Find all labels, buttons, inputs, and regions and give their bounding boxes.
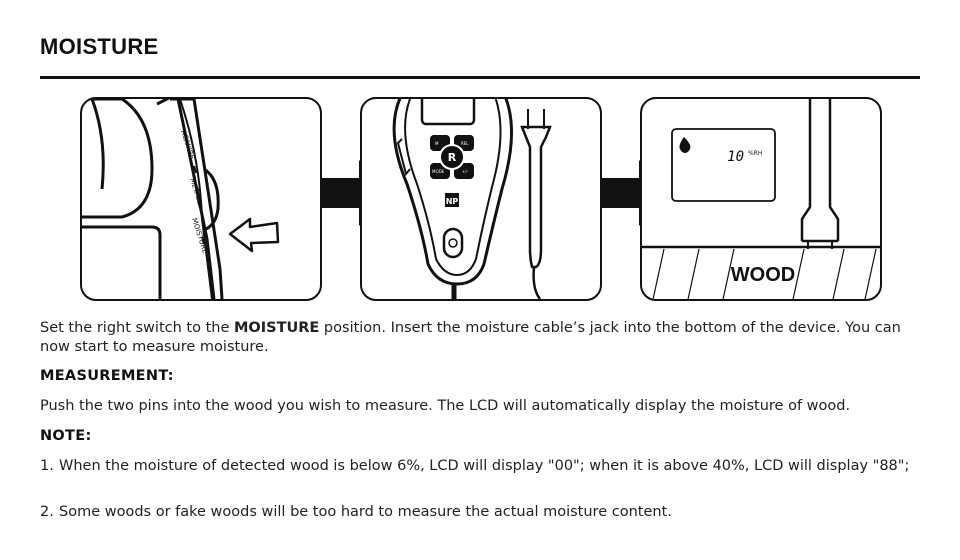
note-text: Some woods or fake woods will be too har… (59, 504, 672, 520)
wood-label: WOOD (731, 264, 795, 286)
lcd-unit: %RH (748, 150, 762, 157)
intro-text-1: Set the right switch to the (40, 320, 234, 336)
button-rel-label: REL (461, 141, 469, 146)
measurement-heading: MEASUREMENT: (40, 368, 174, 384)
switch-illustration-panel: AC/WIRE METAL MOISTURE (80, 97, 322, 301)
button-plusminus-label: +/- (462, 169, 469, 174)
water-drop-icon (679, 137, 691, 153)
note-number: 2. (40, 504, 54, 520)
title-divider (40, 76, 920, 79)
button-m-label: M (435, 141, 439, 146)
wood-measurement-panel: 10 %RH WOOD (640, 97, 882, 301)
lcd-value: 10 (727, 149, 744, 165)
note-text: When the moisture of detected wood is be… (59, 458, 910, 474)
button-r-label: R (448, 151, 457, 164)
device-illustration-panel: R M REL MODE +/- NP (360, 97, 602, 301)
brand-logo: NP (446, 197, 459, 206)
button-mode-label: MODE (432, 169, 445, 174)
switch-label-metal: METAL (188, 177, 203, 201)
measurement-text: Push the two pins into the wood you wish… (40, 398, 851, 414)
page-title: MOISTURE (40, 34, 159, 59)
intro-paragraph: Set the right switch to the MOISTURE pos… (40, 319, 920, 357)
note-heading: NOTE: (40, 428, 92, 444)
note-number: 1. (40, 458, 54, 474)
intro-text-2: position. Insert the moisture cable’s ja… (40, 320, 901, 355)
left-arrow-icon (228, 217, 280, 253)
intro-bold-moisture: MOISTURE (233, 320, 320, 336)
